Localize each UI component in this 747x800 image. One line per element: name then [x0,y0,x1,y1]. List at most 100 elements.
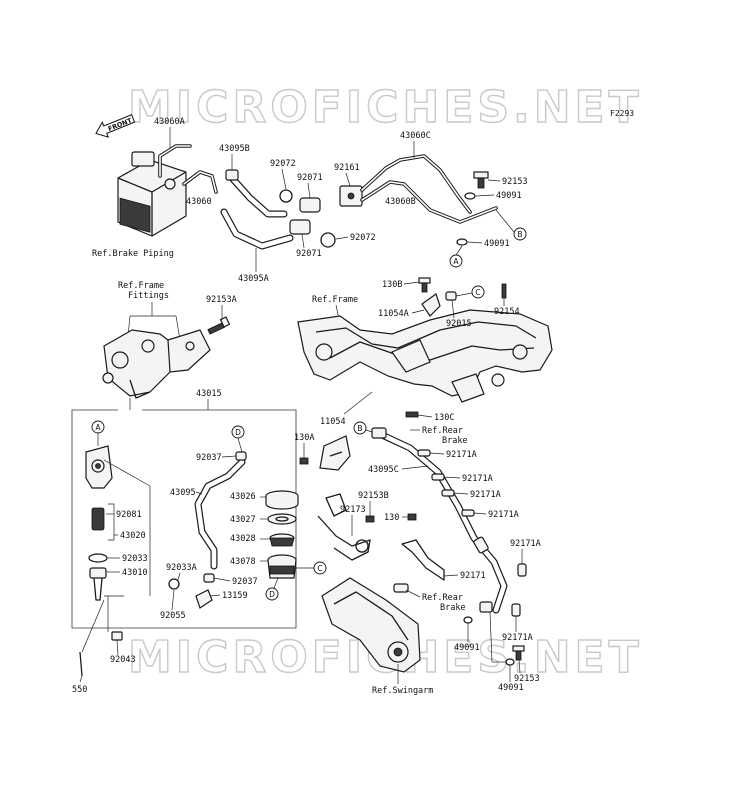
label-92153-top: 92153 [502,177,528,187]
label-92072-upper: 92072 [270,159,296,169]
bolt-92153-top [473,171,489,189]
label-43060C: 43060C [400,131,431,141]
label-550: 550 [72,685,87,695]
svg-text:B: B [357,424,362,433]
reservoir-43078 [267,554,297,579]
label-43060: 43060 [186,197,212,207]
bracket-11054A [421,293,441,317]
bracket-11054 [319,435,351,471]
label-92071-lower: 92071 [296,249,322,259]
frame-subframe [297,309,553,403]
clip-92171A-2 [431,473,445,481]
label-92171A-5: 92171A [510,539,541,549]
watermark-top: MICROFICHES.NET [128,82,643,133]
callout-D-top: D [231,425,245,439]
swingarm [321,577,421,673]
joint-92161 [339,185,363,207]
label-49091-rear-lower: 49091 [498,683,524,693]
label-43060A: 43060A [154,117,185,127]
ref-swingarm: Ref.Swingarm [372,686,433,696]
hose-43095C [371,427,508,614]
hose-43095B [225,169,288,218]
hose-43095A [220,208,294,250]
label-130B: 130B [382,280,402,290]
svg-text:B: B [517,230,522,239]
svg-text:C: C [317,564,322,573]
clip-92171A-4 [461,509,475,517]
ring-92033A [168,578,180,590]
ref-rear-brake-2-a: Ref.Rear [422,593,463,603]
label-92081: 92081 [116,510,142,520]
label-43020: 43020 [120,531,146,541]
fitting-13159 [195,589,213,609]
label-43027: 43027 [230,515,256,525]
ring-92033 [88,553,108,563]
callout-C-reservoir: C [313,561,327,575]
label-92171A-1: 92171A [446,450,477,460]
diaphragm-43028 [269,533,295,547]
callout-D-bottom: D [265,587,279,601]
pin-92043 [111,631,123,641]
hose-43095 [194,458,246,570]
ref-rear-brake-1-b: Brake [442,436,468,446]
plate-43027 [267,513,297,525]
clip-92072-upper [279,189,293,203]
screw-92153B [365,515,375,523]
bolt-130-right [407,513,417,521]
clamp-92171 [401,539,445,581]
master-cylinder-body [85,445,113,489]
washer-49091-rear-upper [463,616,473,624]
label-43078: 43078 [230,557,256,567]
label-43060B: 43060B [385,197,416,207]
label-49091-upper: 49091 [496,191,522,201]
ref-brake-piping: Ref.Brake Piping [92,249,174,259]
figure-id: F2293 [610,109,634,118]
bolt-92154 [501,283,507,299]
label-92037-lower: 92037 [232,577,258,587]
pipe-43060C [360,154,472,214]
label-49091-lower: 49091 [484,239,510,249]
clip-92072-lower [320,232,336,248]
label-43026: 43026 [230,492,256,502]
pushrod-43010 [89,567,107,601]
label-43095C: 43095C [368,465,399,475]
piston-spring-92081 [91,507,105,531]
ref-frame-fittings-1: Ref.Frame [118,281,164,291]
ref-frame-fittings-2: Fittings [128,291,169,301]
washer-49091-lower [456,238,468,246]
union-92071-upper [299,197,321,213]
clamp-92037-lower [203,573,215,583]
label-92171: 92171 [460,571,486,581]
clip-92171A-5 [517,563,527,577]
svg-text:D: D [269,590,275,599]
clamp-92037-upper [235,451,247,461]
label-11054A: 11054A [378,309,409,319]
label-92037-upper: 92037 [196,453,222,463]
svg-text:C: C [475,288,480,297]
label-43095: 43095 [170,488,196,498]
label-92171A-4: 92171A [488,510,519,520]
callout-A-master: A [91,420,105,434]
label-43010: 43010 [122,568,148,578]
label-11054: 11054 [320,417,346,427]
label-92033A: 92033A [166,563,197,573]
label-49091-rear-upper: 49091 [454,643,480,653]
bolt-130C [405,411,419,418]
label-92171A-3: 92171A [470,490,501,500]
pipe-43060B [360,180,498,224]
callout-C-frame: C [471,285,485,299]
callout-A-top: A [449,254,463,268]
bolt-92153A [207,316,231,335]
label-92171A-2: 92171A [462,474,493,484]
label-130: 130 [384,513,399,523]
abs-unit [117,151,187,237]
label-92153A: 92153A [206,295,237,305]
bolt-130A [299,457,309,465]
pin-550 [79,651,83,677]
washer-49091-upper [464,192,476,200]
svg-text:D: D [235,428,241,437]
label-92015: 92015 [446,319,472,329]
label-13159: 13159 [222,591,248,601]
label-43028: 43028 [230,534,256,544]
